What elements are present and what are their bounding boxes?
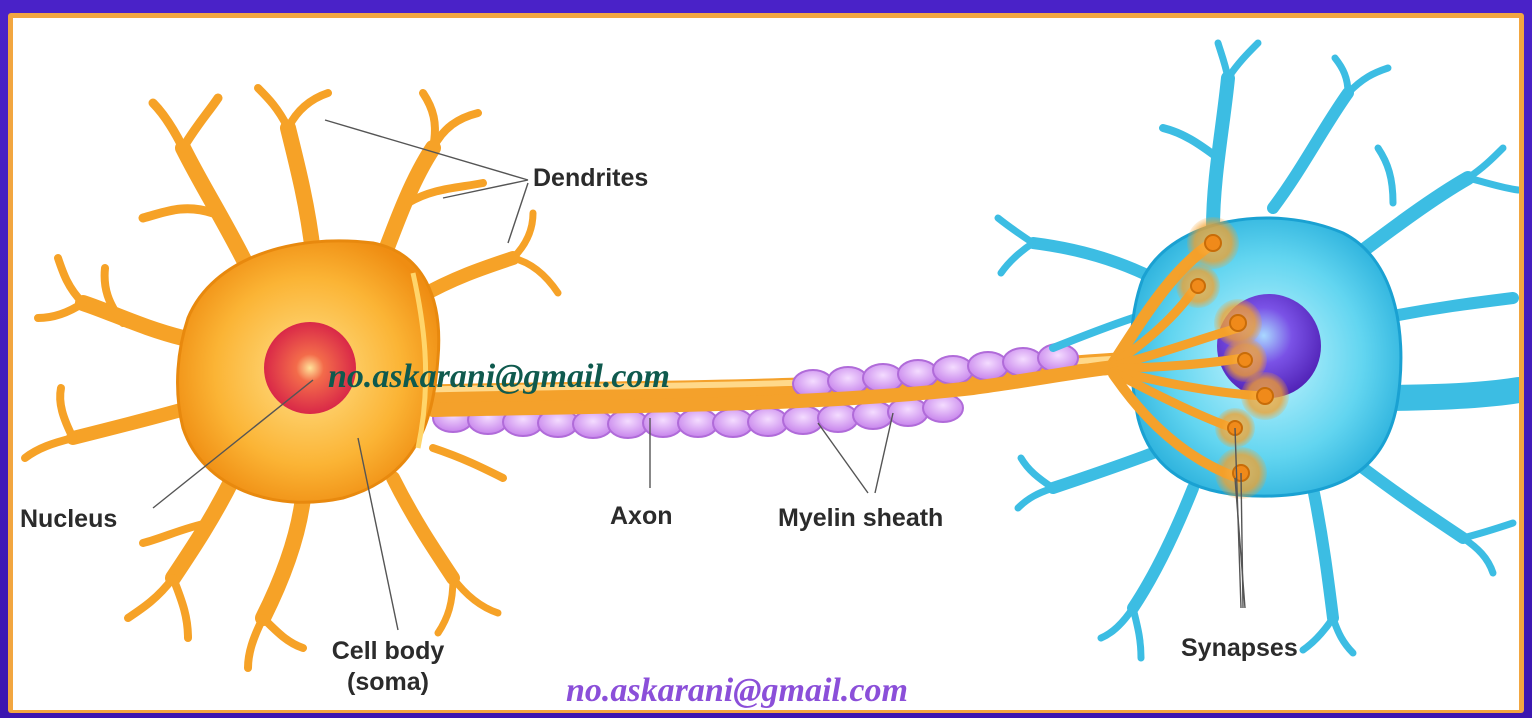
cell-body-label-line2: (soma)	[313, 667, 463, 698]
nucleus-label: Nucleus	[20, 505, 117, 534]
watermark-center: no.askarani@gmail.com	[328, 358, 670, 396]
neuron-diagram: Dendrites Nucleus Cell body (soma) Axon …	[13, 18, 1519, 710]
dendrites-label: Dendrites	[533, 164, 648, 193]
myelin-leader-1	[818, 423, 868, 493]
dendrites-leader-3	[508, 183, 528, 243]
synapses-label: Synapses	[1181, 634, 1298, 663]
cell-body-label: Cell body (soma)	[313, 636, 463, 698]
watermark-bottom: no.askarani@gmail.com	[566, 672, 908, 710]
neuron-illustration	[13, 18, 1519, 710]
myelin-sheath-label: Myelin sheath	[778, 504, 943, 533]
axon-label: Axon	[610, 502, 673, 531]
cell-body-label-line1: Cell body	[313, 636, 463, 667]
